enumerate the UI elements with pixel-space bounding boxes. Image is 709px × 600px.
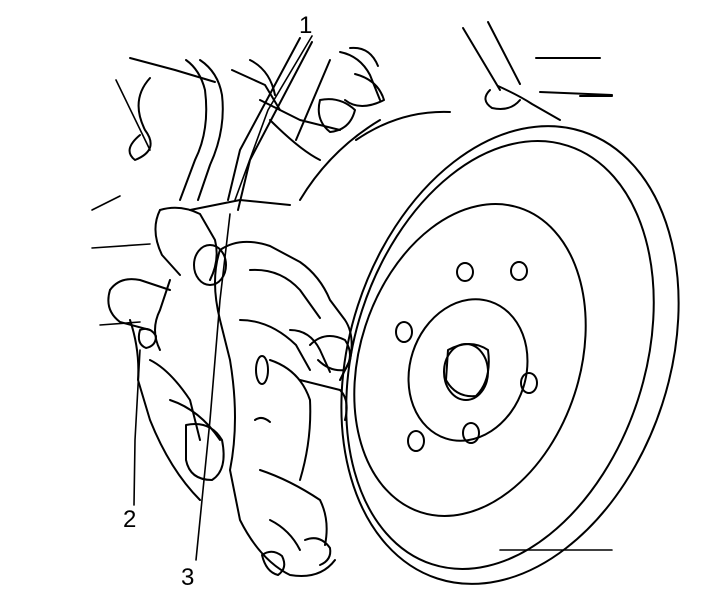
brake-lines	[128, 37, 385, 211]
brake-caliper	[214, 240, 353, 577]
brake-disc	[299, 110, 680, 585]
suspension-strut	[462, 21, 613, 121]
callout-label-2: 2	[123, 506, 137, 533]
reference-lines	[91, 79, 613, 551]
callout-label-1: 1	[299, 12, 313, 39]
wheel-hub	[395, 261, 538, 452]
callout-leaders	[133, 35, 313, 561]
callout-label-3: 3	[181, 564, 195, 591]
caliper-carrier	[107, 206, 227, 501]
